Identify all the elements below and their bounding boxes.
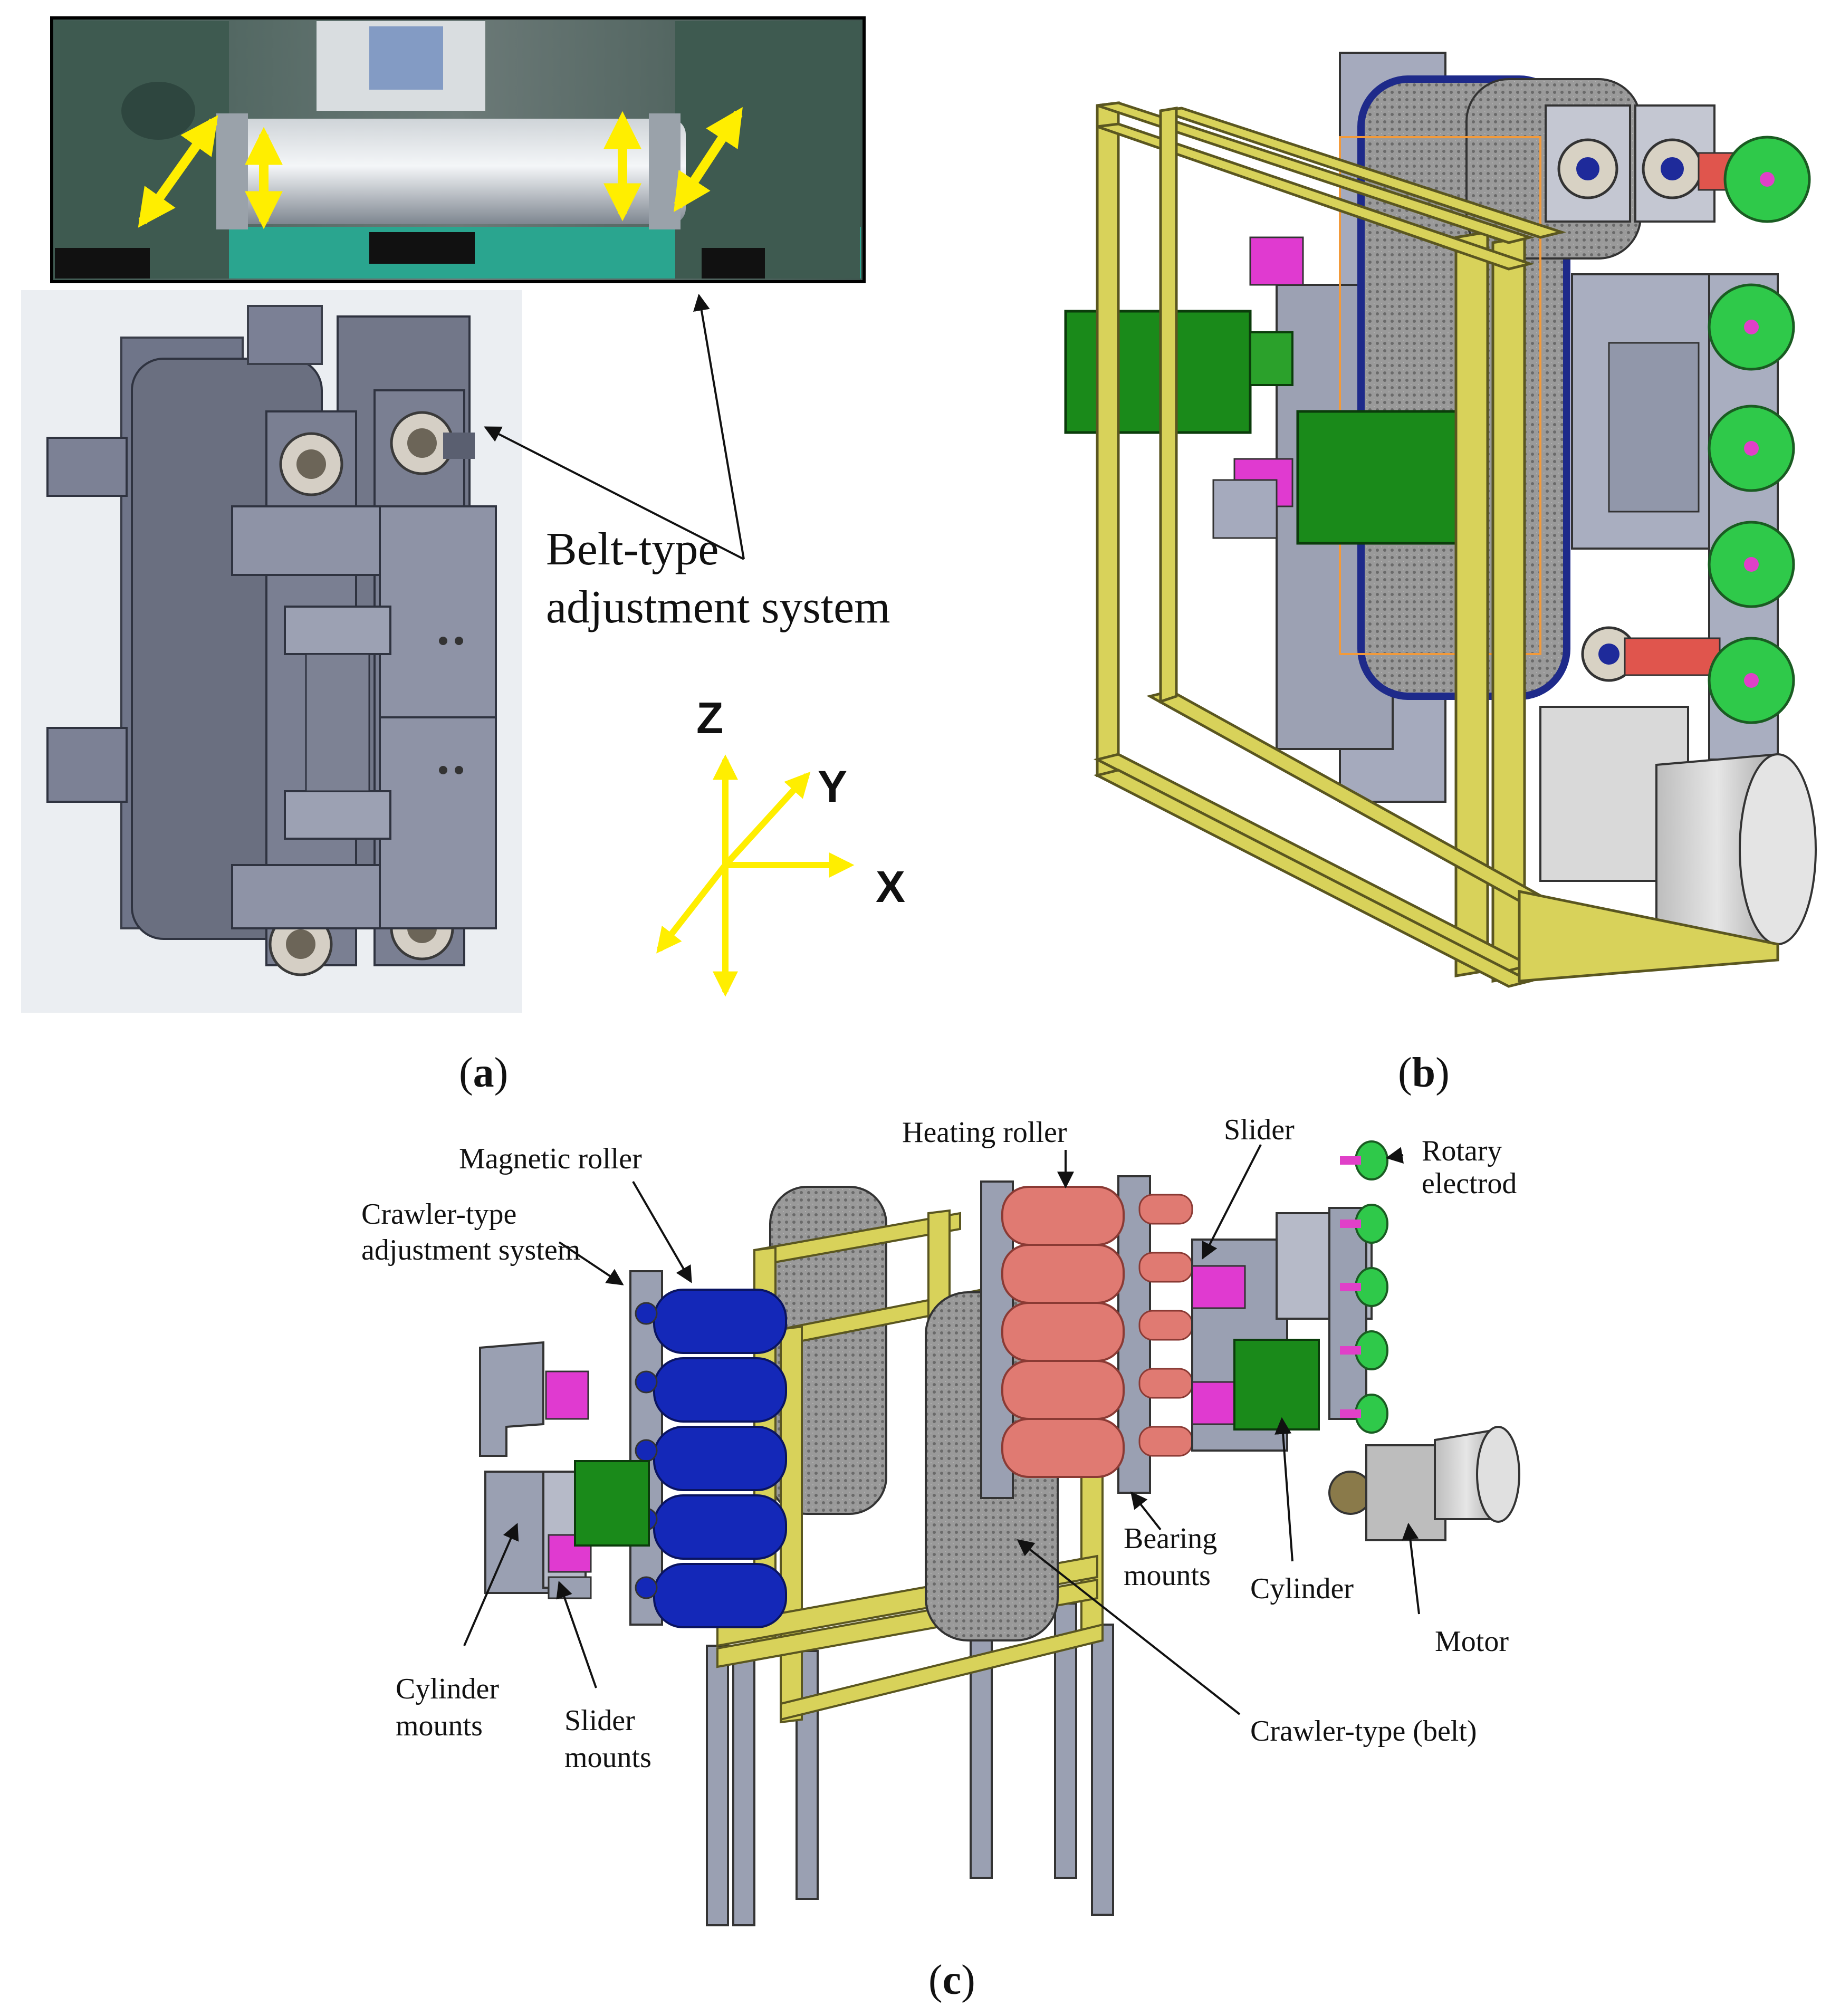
roller-photo <box>50 16 866 283</box>
caption-b-letter: b <box>1412 1050 1436 1096</box>
leader-lines <box>463 1144 1420 1715</box>
axis-triad <box>656 754 855 997</box>
axis-z-label: Z <box>696 693 723 743</box>
label-crawler-adj-line2: adjustment system <box>361 1234 580 1266</box>
panel-a: Belt-type adjustment system Z Y X (a) <box>21 16 905 1096</box>
caption-c: (c) <box>928 1957 975 2003</box>
label-motor: Motor <box>1435 1625 1509 1658</box>
aluminum-frame-b <box>1093 101 1779 988</box>
axis-y-label: Y <box>818 762 847 811</box>
label-slider: Slider <box>1224 1113 1295 1146</box>
left-mounts <box>479 1341 650 1599</box>
panel-c: Magnetic roller Heating roller Slider Ro… <box>361 1113 1520 2003</box>
caption-a: (a) <box>459 1050 508 1096</box>
label-rotary-line1: Rotary <box>1422 1135 1502 1167</box>
axis-x-label: X <box>876 862 905 911</box>
belt-type-callout: Belt-type adjustment system <box>484 293 890 633</box>
belt-adjustment-cad <box>21 290 522 1013</box>
heating-rollers <box>980 1175 1193 1499</box>
label-cylinder-mounts-line2: mounts <box>396 1710 483 1742</box>
label-slider-mounts-line2: mounts <box>564 1741 651 1774</box>
rotary-electrodes-c <box>1340 1140 1388 1434</box>
callout-belt-type-line1: Belt-type <box>546 524 718 575</box>
label-bearing-line1: Bearing <box>1124 1522 1217 1555</box>
label-magnetic-roller: Magnetic roller <box>459 1143 642 1175</box>
label-cylinder-mounts-line1: Cylinder <box>396 1673 499 1705</box>
label-heating-roller: Heating roller <box>902 1116 1067 1149</box>
right-slider-assembly <box>1191 1207 1373 1452</box>
caption-a-letter: a <box>473 1050 494 1096</box>
label-bearing-line2: mounts <box>1124 1559 1211 1592</box>
label-cylinder: Cylinder <box>1250 1572 1354 1605</box>
motor-b <box>1539 706 1817 946</box>
rotary-electrodes-b <box>1708 136 1811 724</box>
panel-b: (b) <box>1064 52 1817 1096</box>
caption-c-letter: c <box>943 1957 962 2003</box>
adjustment-arrows <box>138 107 743 229</box>
magnetic-rollers <box>629 1270 787 1628</box>
callout-belt-type-line2: adjustment system <box>546 582 890 633</box>
motor-c <box>1328 1426 1520 1541</box>
label-slider-mounts-line1: Slider <box>564 1704 635 1737</box>
panel-c-labels: Magnetic roller Heating roller Slider Ro… <box>361 1113 1517 1774</box>
label-rotary-line2: electrod <box>1422 1167 1517 1200</box>
label-crawler-adj-line1: Crawler-type <box>361 1198 516 1231</box>
label-crawler-belt: Crawler-type (belt) <box>1250 1715 1477 1748</box>
caption-b: (b) <box>1398 1050 1450 1096</box>
